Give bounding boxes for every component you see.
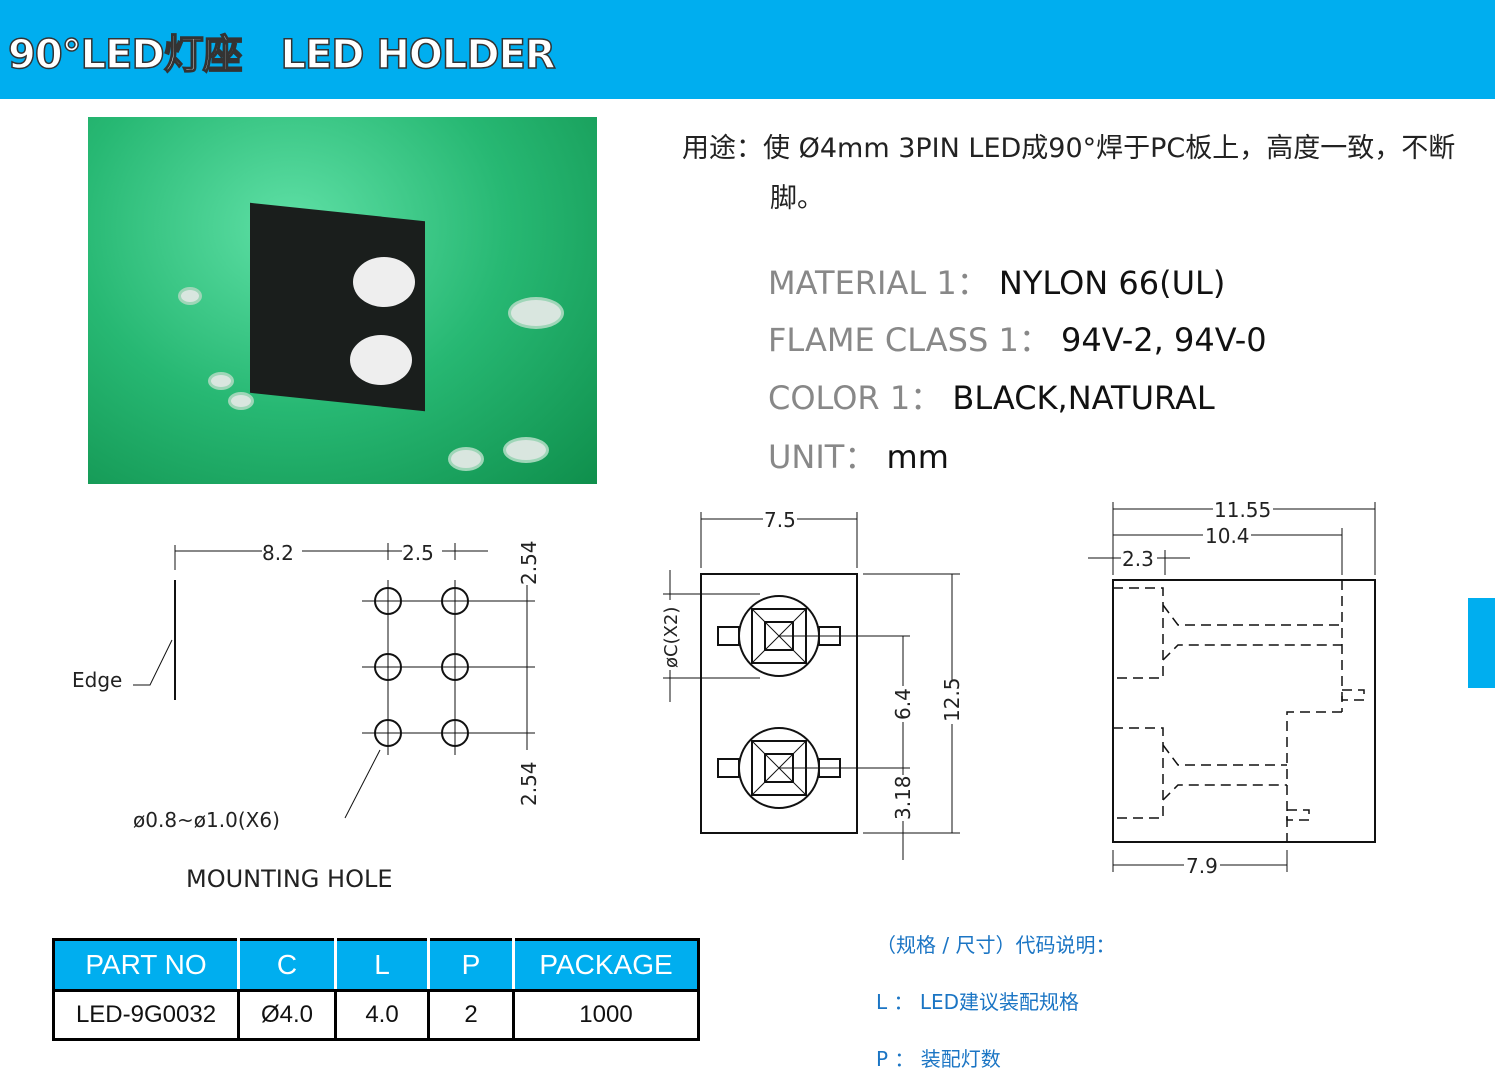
dim-6-4: 6.4 [891, 688, 915, 720]
header-p: P [427, 938, 515, 992]
drawing-line [764, 621, 794, 651]
dim-10-4: 10.4 [1205, 524, 1250, 548]
drawing-line [1286, 711, 1342, 842]
drawing-line: UNIT： [768, 438, 877, 476]
cell-l: 4.0 [334, 989, 430, 1041]
drawing-line [1162, 604, 1342, 626]
drawing-line [751, 608, 807, 796]
drawing-line [663, 512, 960, 860]
dim-pitch-top: 2.54 [517, 540, 541, 585]
cell-part-no: LED-9G0032 [52, 989, 240, 1041]
drawing-line [1121, 499, 1273, 875]
usage-text-cont: 脚。 [770, 183, 824, 214]
drawing-line [344, 749, 381, 819]
dim-2-5: 2.5 [402, 541, 434, 565]
drawing-line: 94V-2, 94V-0 [1061, 321, 1267, 359]
front-view-drawing: 7.5 øC(X2) 6.4 3.18 12.5 [660, 508, 964, 860]
header-part-no: PART NO [52, 938, 240, 992]
table-row: LED-9G0032 Ø4.0 4.0 2 1000 [52, 989, 700, 1041]
cell-c: Ø4.0 [237, 989, 337, 1041]
drawing-line [660, 509, 962, 821]
drawing-line [262, 540, 302, 562]
table-header-row: PART NO C L P PACKAGE [52, 938, 700, 992]
drawing-line [1113, 580, 1365, 842]
note-l: L ： LED建议装配规格 [876, 990, 1080, 1014]
drawing-line [942, 680, 962, 724]
drawing-line [262, 540, 442, 562]
drawing-line [660, 600, 680, 670]
dim-3-18: 3.18 [891, 775, 915, 820]
drawing-line [700, 573, 858, 834]
drawing-line [763, 509, 797, 529]
spec-color: COLOR 1： BLACK,NATURAL [768, 373, 1215, 419]
drawing-line [1121, 548, 1157, 568]
drawing-line [717, 626, 740, 646]
drawing-line: FLAME CLASS 1： [768, 321, 1051, 359]
drawing-line [1213, 499, 1273, 519]
dim-12-5: 12.5 [940, 677, 964, 722]
spec-flame-class: FLAME CLASS 1： 94V-2, 94V-0 [768, 315, 1267, 361]
spec-unit: UNIT： mm [768, 432, 949, 478]
drawing-line [764, 753, 794, 783]
header-banner [0, 0, 1495, 99]
edge-label: Edge [72, 668, 122, 692]
dim-7-5: 7.5 [764, 508, 796, 532]
drawing-line: BLACK,NATURAL [952, 379, 1215, 417]
header-package: PACKAGE [512, 938, 700, 992]
dim-11-55: 11.55 [1214, 498, 1271, 522]
drawing-line [893, 686, 913, 722]
dim-pitch-bottom: 2.54 [517, 761, 541, 806]
drawing-line: NYLON 66(UL) [998, 264, 1226, 302]
product-photo [88, 117, 597, 484]
header-l: L [334, 938, 430, 992]
side-view-drawing: 11.55 10.4 2.3 7.9 [1088, 498, 1376, 878]
cell-p: 2 [427, 989, 515, 1041]
drawing-line [402, 540, 442, 562]
dim-8-2: 8.2 [262, 541, 294, 565]
drawing-line [1112, 579, 1376, 843]
drawing-line [751, 608, 807, 664]
drawing-line [1341, 689, 1365, 701]
drawing-line [751, 608, 807, 664]
header-c: C [237, 938, 337, 992]
drawing-line [1162, 644, 1342, 661]
drawing-line [1162, 744, 1287, 766]
usage-text: 用途：使 Ø4mm 3PIN LED成90°焊于PC板上，高度一致，不断 [682, 133, 1456, 164]
drawing-line [1162, 784, 1287, 801]
drawing-line: COLOR 1： [768, 379, 943, 417]
cell-package: 1000 [512, 989, 700, 1041]
notes-title: （规格 / 尺寸）代码说明： [876, 933, 1116, 957]
drawing-line [717, 758, 740, 778]
mounting-title: MOUNTING HOLE [186, 865, 393, 893]
drawing-line [133, 639, 173, 686]
dim-7-9: 7.9 [1186, 854, 1218, 878]
parts-table: PART NO C L P PACKAGE LED-9G0032 Ø4.0 4.… [52, 938, 700, 1041]
drawing-line [751, 740, 807, 796]
drawing-line [893, 775, 913, 821]
spec-material: MATERIAL 1： NYLON 66(UL) [768, 258, 1225, 304]
drawing-line [1203, 525, 1251, 545]
dim-2-3: 2.3 [1122, 547, 1154, 571]
page-title: 90°LED灯座 LED HOLDER [7, 31, 556, 79]
drawing-line [1286, 809, 1310, 821]
drawing-line [818, 758, 841, 778]
usage-description: 用途：使 Ø4mm 3PIN LED成90°焊于PC板上，高度一致，不断 脚。 [682, 124, 1495, 224]
drawing-line [1184, 855, 1220, 875]
side-tab[interactable] [1468, 598, 1495, 688]
dim-diameter-c: øC(X2) [661, 607, 682, 668]
drawing-line: mm [886, 438, 949, 476]
drawing-line [133, 580, 535, 819]
drawing-line [818, 626, 841, 646]
mounting-hole-drawing: 8.2 2.5 2.54 2.54 Edge ø0.8~ø1.0(X6) MOU… [72, 540, 541, 893]
hole-spec: ø0.8~ø1.0(X6) [133, 808, 280, 832]
drawing-line [1113, 727, 1164, 819]
note-p: P ： 装配灯数 [876, 1047, 1001, 1071]
drawing-line [1113, 587, 1164, 679]
drawing-line [751, 740, 807, 796]
drawing-line: MATERIAL 1： [768, 264, 989, 302]
